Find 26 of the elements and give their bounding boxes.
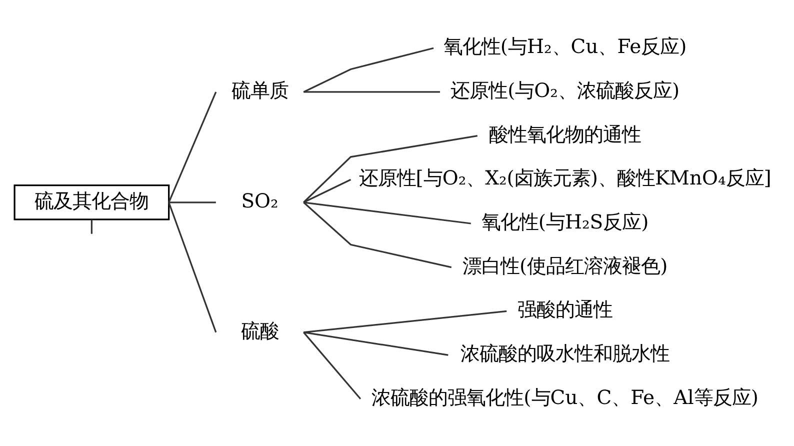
node-text: 强酸的通性 (518, 298, 613, 321)
node-text: 硫单质 (231, 78, 288, 102)
connector (168, 202, 217, 332)
node-box: 硫及其化合物 (14, 184, 170, 220)
connector (304, 90, 440, 92)
node-text: 漂白性(使品红溶液褪色) (462, 254, 668, 277)
connector (303, 201, 452, 268)
connector (303, 134, 478, 202)
node-text: 硫酸 (240, 318, 279, 342)
connector (303, 46, 434, 92)
node-text: 浓硫酸的强氧化性(与Cu、C、Fe、Al等反应) (372, 385, 758, 408)
node-text: 还原性(与O₂、浓硫酸反应) (450, 78, 680, 102)
node-text: 还原性[与O₂、X₂(卤族元素)、酸性KMnO₄反应] (358, 166, 772, 190)
connector (168, 201, 216, 203)
node-text: SO₂ (241, 188, 278, 212)
connector (90, 219, 92, 234)
connector (303, 178, 352, 203)
node-text: 酸性氧化物的通性 (489, 122, 642, 146)
connector (304, 310, 507, 333)
connector (304, 201, 471, 224)
connector (303, 331, 362, 399)
connector (304, 331, 448, 356)
node-text: 氧化性(与H₂S反应) (481, 210, 649, 234)
node-text: 氧化性(与H₂、Cu、Fe反应) (443, 34, 687, 58)
node-text: 浓硫酸的吸水性和脱水性 (460, 342, 670, 365)
connector (168, 91, 217, 202)
